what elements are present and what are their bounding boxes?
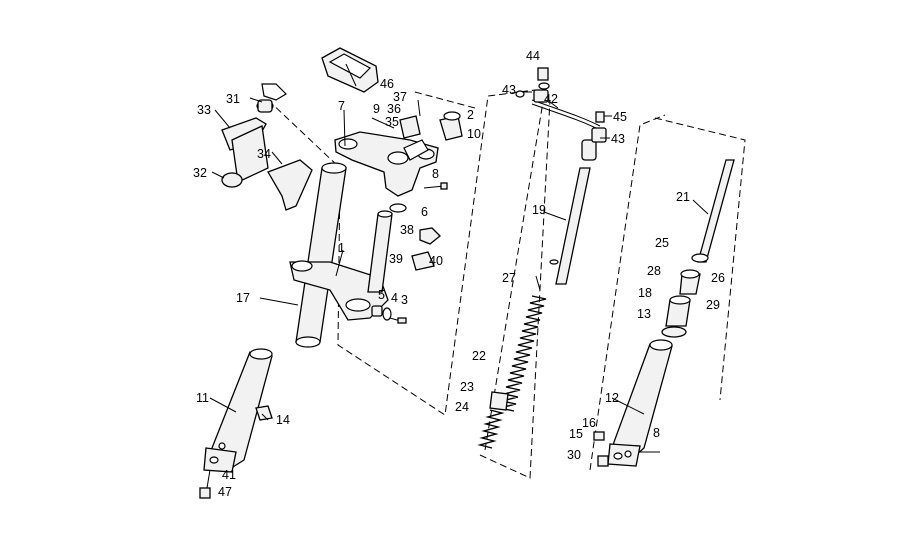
left-slider-part (199, 348, 273, 499)
headlight-clamp-part (221, 83, 313, 211)
callout-29: 29 (706, 298, 720, 312)
callout-26: 26 (711, 271, 725, 285)
callout-38: 38 (400, 223, 414, 237)
callout-27: 27 (502, 271, 516, 285)
callout-37: 37 (393, 90, 407, 104)
top-cover-part (321, 47, 379, 93)
callout-25: 25 (655, 236, 669, 250)
leader-lines (209, 63, 709, 421)
callout-12: 12 (605, 391, 619, 405)
callout-13: 13 (637, 307, 651, 321)
right-slider-part (593, 339, 673, 467)
callout-32: 32 (193, 166, 207, 180)
upper-triple-clamp-part (334, 131, 439, 197)
damper-rod-part (535, 139, 597, 291)
callout-9: 9 (373, 102, 380, 116)
callout-8-top: 8 (432, 167, 439, 181)
callout-22: 22 (472, 349, 486, 363)
lower-triple-clamp-part (289, 210, 393, 321)
callout-labels: 1 2 3 4 5 6 7 8 8 9 10 11 12 13 14 15 16… (193, 49, 725, 499)
spring-part (477, 295, 547, 449)
callout-3: 3 (401, 293, 408, 307)
callout-43-right: 43 (611, 132, 625, 146)
callout-30: 30 (567, 448, 581, 462)
clamp-hardware (371, 99, 463, 324)
callout-15: 15 (569, 427, 583, 441)
callout-44: 44 (526, 49, 540, 63)
callout-10: 10 (467, 127, 481, 141)
callout-33: 33 (197, 103, 211, 117)
callout-2: 2 (467, 108, 474, 122)
air-valve-part (515, 67, 607, 143)
callout-42: 42 (544, 92, 558, 106)
left-fork-tube-part (295, 162, 347, 348)
callout-6: 6 (421, 205, 428, 219)
callout-31: 31 (226, 92, 240, 106)
callout-40: 40 (429, 254, 443, 268)
callout-4: 4 (391, 291, 398, 305)
callout-19: 19 (532, 203, 546, 217)
callout-35: 35 (385, 115, 399, 129)
callout-39: 39 (389, 252, 403, 266)
callout-24: 24 (455, 400, 469, 414)
callout-36: 36 (387, 102, 401, 116)
callout-47: 47 (218, 485, 232, 499)
callout-46: 46 (380, 77, 394, 91)
callout-1: 1 (338, 241, 345, 255)
callout-43-top: 43 (502, 83, 516, 97)
right-inner-tube-part (661, 159, 735, 338)
callout-7: 7 (338, 99, 345, 113)
callout-23: 23 (460, 380, 474, 394)
callout-14: 14 (276, 413, 290, 427)
assembly-outlines (267, 89, 746, 479)
callout-28: 28 (647, 264, 661, 278)
callout-17: 17 (236, 291, 250, 305)
callout-11: 11 (196, 391, 209, 405)
callout-8-bottom: 8 (653, 426, 660, 440)
callout-41: 41 (222, 468, 236, 482)
callout-45: 45 (613, 110, 627, 124)
callout-5: 5 (378, 288, 385, 302)
callout-34: 34 (257, 147, 271, 161)
callout-21: 21 (676, 190, 690, 204)
callout-16: 16 (582, 416, 596, 430)
callout-18: 18 (638, 286, 652, 300)
